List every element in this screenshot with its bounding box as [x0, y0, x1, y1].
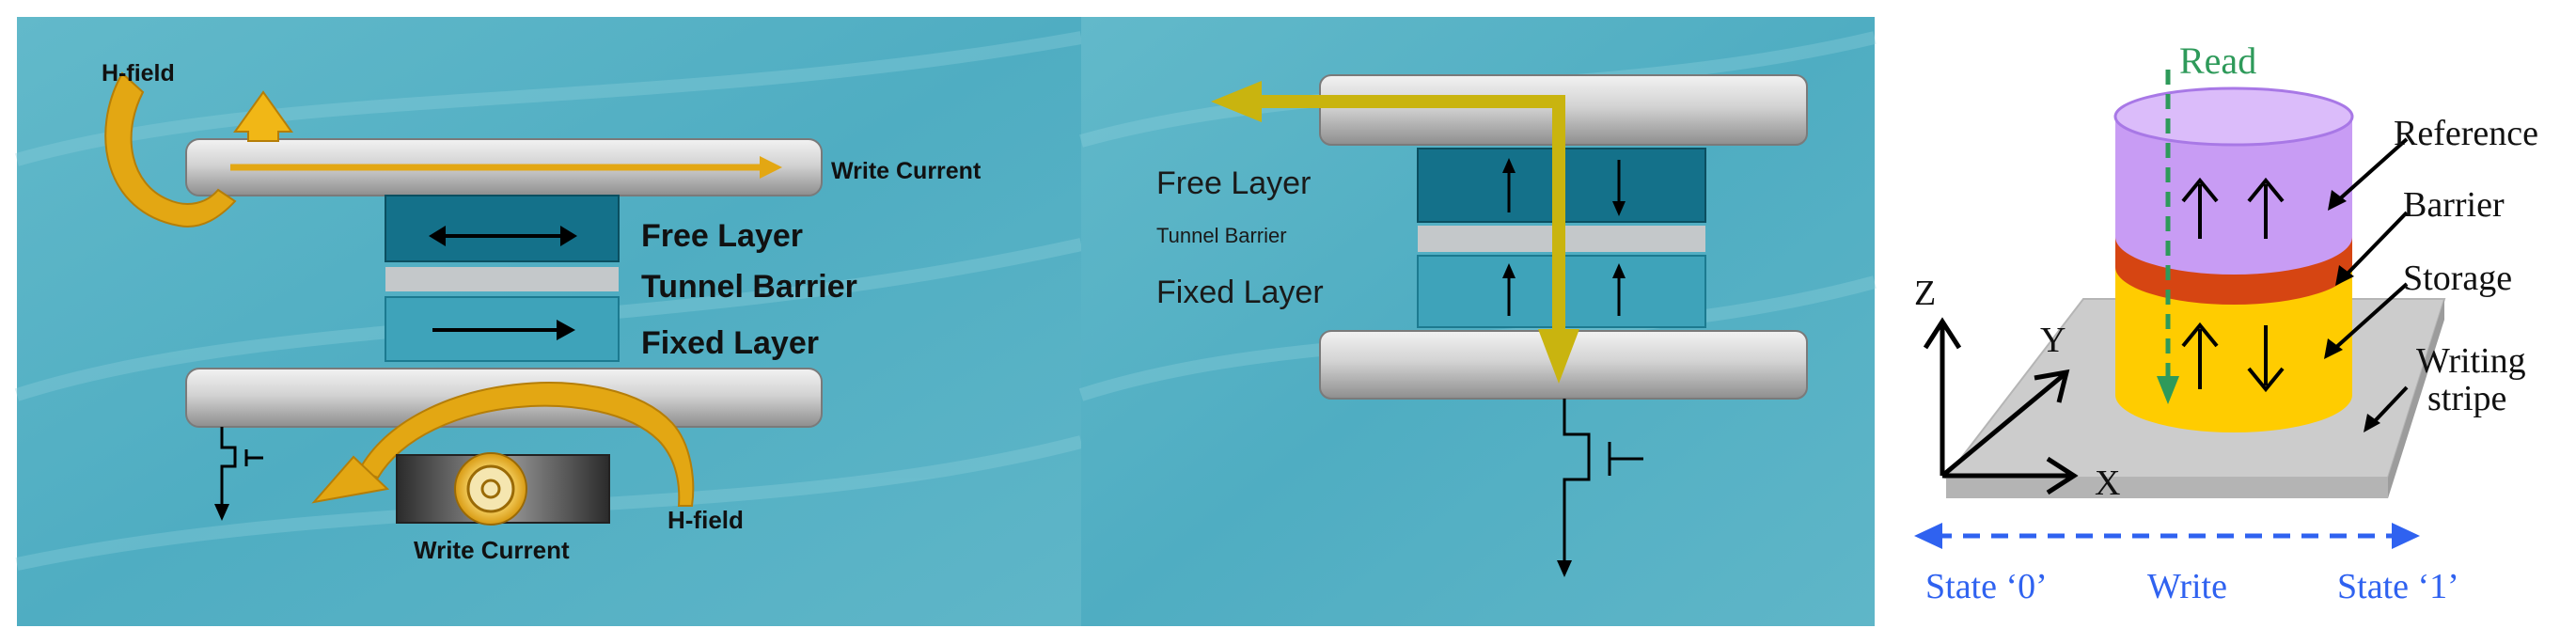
top-h-field-arrow — [104, 71, 237, 228]
p2-transistor-symbol — [1563, 399, 1643, 562]
free-arrow-left-head — [429, 226, 446, 246]
write-label: Write — [2147, 567, 2227, 606]
axis-z-label: Z — [1914, 274, 1936, 313]
state1-arrowhead — [2392, 523, 2420, 549]
label-leader-arrows — [2332, 137, 2409, 425]
p2-tunnel-barrier-label: Tunnel Barrier — [1156, 224, 1287, 247]
storage-label: Storage — [2403, 259, 2512, 298]
bottom-h-field-arrowhead — [311, 455, 390, 504]
transistor-symbol — [220, 427, 263, 506]
writing-label-line1: Writing — [2416, 341, 2526, 381]
xyz-axes — [1923, 317, 2079, 495]
axis-x-label: X — [2095, 463, 2120, 503]
axis-y-label: Y — [2040, 321, 2066, 360]
read-current-path — [1260, 95, 1565, 338]
p2-fixed-up-arrowhead-1 — [1502, 263, 1516, 278]
p2-ground-arrow — [1557, 560, 1572, 577]
reference-top-face — [2113, 86, 2354, 147]
p2-fixed-layer-label: Fixed Layer — [1156, 275, 1324, 310]
tunnel-barrier-block — [385, 267, 619, 291]
h-field-up-arrow — [233, 90, 293, 142]
barrier-label: Barrier — [2403, 185, 2505, 225]
fixed-arrow-head — [557, 320, 575, 340]
bottom-h-field-label: H-field — [668, 506, 744, 534]
p2-free-down-arrowhead — [1612, 201, 1626, 216]
state0-label: State ‘0’ — [1925, 567, 2048, 606]
read-current-left-arrowhead — [1211, 81, 1262, 122]
state1-label: State ‘1’ — [2337, 567, 2459, 606]
free-arrow-right-head — [560, 226, 577, 246]
p2-free-up-arrowhead — [1502, 158, 1516, 173]
reference-label: Reference — [2394, 114, 2538, 153]
storage-layer — [2115, 261, 2352, 432]
tunnel-barrier-label: Tunnel Barrier — [641, 269, 857, 305]
read-label: Read — [2179, 39, 2256, 82]
transistor-ground-arrow — [214, 504, 229, 521]
fixed-layer-label: Fixed Layer — [641, 325, 819, 361]
state0-arrowhead — [1914, 523, 1942, 549]
free-layer-label: Free Layer — [641, 218, 803, 254]
stripe-leader-head — [2364, 414, 2380, 432]
writing-label-line2: stripe — [2427, 379, 2506, 418]
reference-layer — [2115, 117, 2352, 275]
write-current-top-label: Write Current — [831, 158, 982, 184]
reference-spin-arrows — [2181, 177, 2285, 239]
read-current-down-arrowhead — [1538, 329, 1579, 384]
reference-leader-head — [2328, 190, 2347, 211]
read-arrowhead — [2157, 376, 2179, 404]
p2-spin-arrows — [1507, 160, 1621, 316]
storage-leader-head — [2324, 338, 2343, 359]
free-layer-block — [385, 195, 620, 262]
bottom-h-field-arrow — [357, 382, 695, 507]
writing-stripe-side — [1946, 478, 2388, 498]
panel-field-write: H-field Write Current Free Layer Tunnel … — [14, 17, 1083, 626]
storage-spin-arrows — [2181, 322, 2285, 393]
write-current-top-arrowhead — [760, 156, 782, 179]
p2-free-layer-label: Free Layer — [1156, 165, 1311, 201]
panel-read-path: Free Layer Tunnel Barrier Fixed Layer — [1078, 17, 1877, 626]
writing-stripe-end — [2388, 299, 2444, 498]
top-h-field-label: H-field — [102, 60, 175, 86]
panel-cell-3d: Read Reference Barrier Storage Writing s… — [1914, 39, 2538, 606]
barrier-leader-head — [2335, 265, 2354, 286]
p2-fixed-up-arrowhead-2 — [1612, 263, 1626, 278]
write-current-bottom-label: Write Current — [414, 536, 570, 564]
